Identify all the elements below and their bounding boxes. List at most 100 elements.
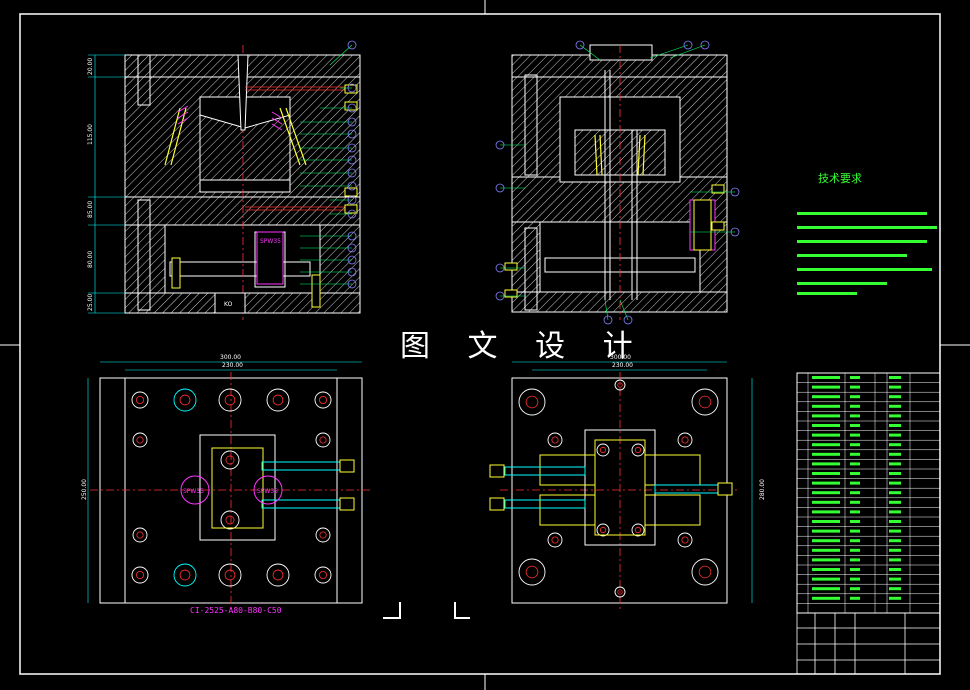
callout-balloon <box>347 155 357 165</box>
hole-circle <box>596 523 610 537</box>
hole-inner <box>551 436 559 444</box>
bom-text-stroke <box>889 539 901 543</box>
title-block <box>796 612 941 675</box>
ko-label: KO <box>224 301 233 308</box>
bom-text-stroke <box>812 472 840 475</box>
callout-balloon <box>623 315 633 325</box>
bom-text-stroke <box>850 443 860 447</box>
bom-text-stroke <box>889 500 901 504</box>
hole-inner <box>179 394 191 406</box>
bom-text-stroke <box>889 395 901 399</box>
hole-circle <box>677 432 693 448</box>
bom-text-stroke <box>812 424 840 427</box>
hole-circle <box>218 563 242 587</box>
hole-inner <box>319 436 327 444</box>
callout-balloon <box>347 168 357 178</box>
bom-text-stroke <box>850 472 860 475</box>
callout-balloon <box>347 103 357 113</box>
plan-view-left: 300.00 230.00 250.00 SPW35 SPW35 <box>81 354 372 610</box>
bom-text-stroke <box>812 462 840 466</box>
bom-text-stroke <box>812 376 840 379</box>
bom-text-stroke <box>812 568 840 571</box>
bom-text-stroke <box>850 462 860 466</box>
hole-circle <box>691 388 719 416</box>
hole-inner <box>179 569 191 581</box>
bom-text-stroke <box>850 529 860 533</box>
hole-circle <box>173 563 197 587</box>
bom-text-stroke <box>889 548 901 552</box>
hole-inner <box>634 526 642 534</box>
bom-text-stroke <box>889 587 901 591</box>
bom-text-stroke <box>812 529 840 533</box>
requirement-line <box>797 226 937 229</box>
hole-circle <box>614 379 626 391</box>
bom-text-stroke <box>889 385 901 389</box>
callout-balloon <box>495 140 505 150</box>
bom-text-stroke <box>812 385 840 389</box>
bom-text-stroke <box>889 452 901 456</box>
bom-text-stroke <box>812 414 840 418</box>
callout-balloon <box>347 129 357 139</box>
callout-balloon <box>347 243 357 253</box>
technical-requirements-text <box>797 212 937 295</box>
hole-circle <box>631 523 645 537</box>
plan-view-right: 300.00 230.00 280.00 <box>489 354 766 610</box>
leader-line <box>604 299 609 321</box>
callout-balloon <box>683 40 693 50</box>
hole-circle <box>314 566 332 584</box>
bom-text-stroke <box>850 395 860 399</box>
hole-inner <box>136 531 144 539</box>
bom-text-stroke <box>812 548 840 552</box>
requirement-line <box>797 268 932 271</box>
hole-inner <box>224 569 236 581</box>
callout-balloon <box>347 209 357 219</box>
hole-circle <box>132 432 148 448</box>
bom-text-stroke <box>850 491 860 495</box>
bom-text-stroke <box>812 481 840 485</box>
bom-text-stroke <box>850 433 860 437</box>
hole-inner <box>617 382 623 388</box>
bom-text-stroke <box>889 433 901 437</box>
bom-text-stroke <box>850 539 860 543</box>
hole-inner <box>599 446 607 454</box>
hole-circle <box>677 532 693 548</box>
hole-circle <box>691 558 719 586</box>
callout-balloon <box>495 263 505 273</box>
bom-text-stroke <box>850 510 860 514</box>
dim-front-4: 80.00 <box>87 251 94 268</box>
dim-front-2: 115.00 <box>87 124 94 145</box>
hole-inner <box>318 571 327 580</box>
bom-text-stroke <box>889 481 901 485</box>
hole-inner <box>681 436 689 444</box>
bom-text-stroke <box>812 510 840 514</box>
hole-inner <box>225 455 235 465</box>
hole-inner <box>599 526 607 534</box>
hole-inner <box>681 536 689 544</box>
requirement-line <box>797 254 907 257</box>
leader-line <box>329 44 353 66</box>
hole-inner <box>319 531 327 539</box>
hole-inner <box>224 394 236 406</box>
leader-line <box>649 44 689 59</box>
bom-text-stroke <box>850 558 860 562</box>
hole-circle <box>173 388 197 412</box>
callout-balloon <box>603 315 613 325</box>
bom-text-stroke <box>812 500 840 504</box>
bom-text-stroke <box>812 452 840 456</box>
bom-text-stroke <box>889 520 901 523</box>
hole-circle <box>132 527 148 543</box>
bom-text-stroke <box>850 500 860 504</box>
bom-text-stroke <box>850 404 860 408</box>
bom-text-stroke <box>889 568 901 571</box>
dim-plan-left-inner: 230.00 <box>222 362 243 369</box>
bom-text-stroke <box>812 596 840 600</box>
bom-text-stroke <box>812 539 840 543</box>
hole-inner <box>551 536 559 544</box>
callout-balloon <box>347 195 357 205</box>
bom-text-stroke <box>889 491 901 495</box>
hole-circle <box>547 432 563 448</box>
leader-line <box>669 44 706 59</box>
hole-circle <box>614 586 626 598</box>
